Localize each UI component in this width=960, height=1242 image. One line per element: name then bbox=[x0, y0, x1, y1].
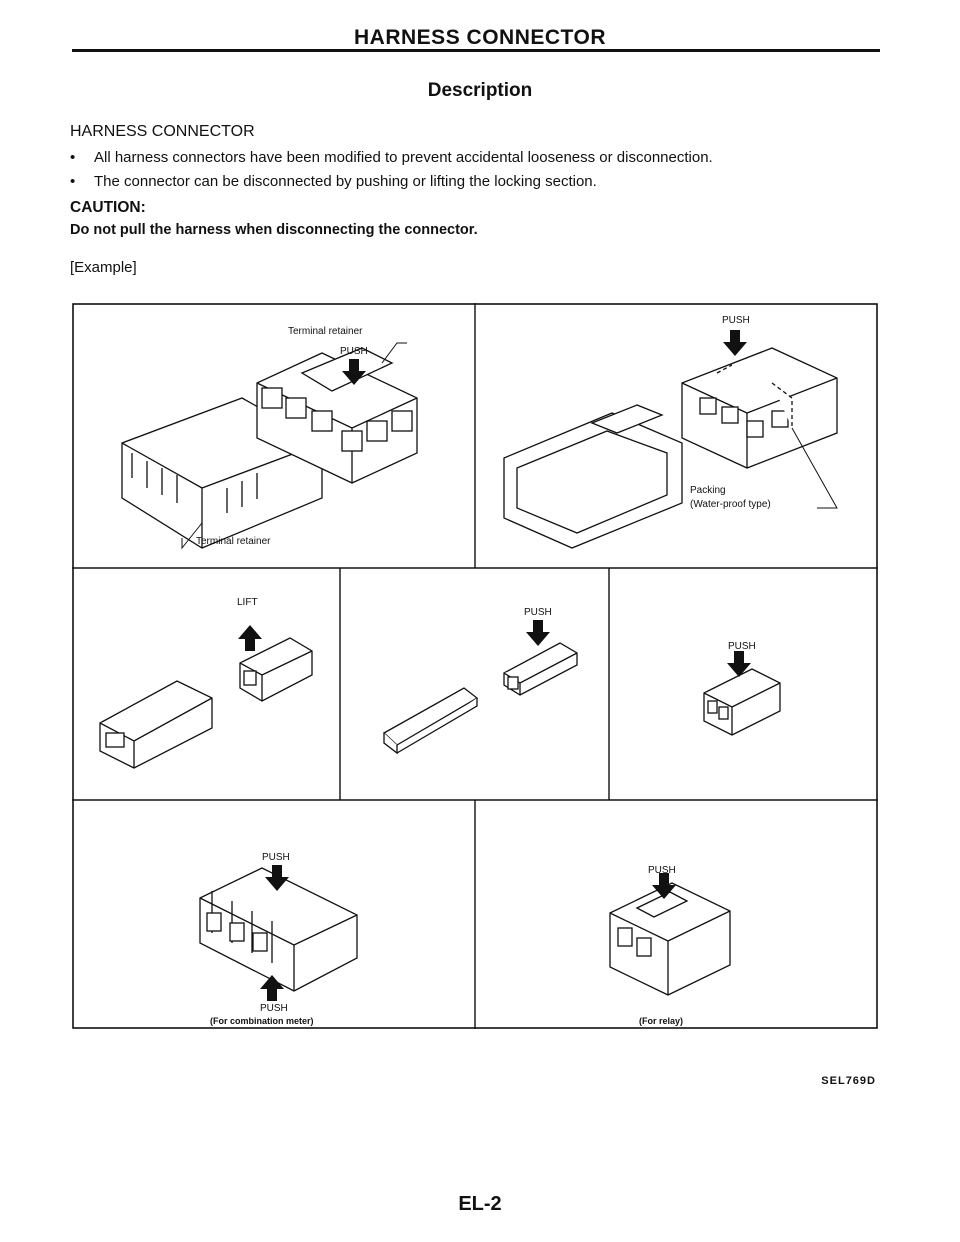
label-push: PUSH bbox=[722, 315, 750, 326]
push-arrow-icon bbox=[526, 620, 550, 646]
connector-illustration-relay bbox=[609, 882, 731, 996]
connector-illustration-small-push bbox=[703, 668, 781, 736]
title-rule bbox=[72, 49, 880, 52]
caution-text: Do not pull the harness when disconnecti… bbox=[70, 222, 478, 238]
connector-illustration-terminal-retainer bbox=[121, 347, 418, 549]
sub-heading: HARNESS CONNECTOR bbox=[70, 123, 255, 140]
label-water-proof-type: (Water-proof type) bbox=[690, 499, 771, 510]
example-label: [Example] bbox=[70, 259, 137, 276]
label-push: PUSH bbox=[648, 865, 676, 876]
leader-line bbox=[791, 427, 838, 509]
label-terminal-retainer-bottom: Terminal retainer bbox=[196, 536, 271, 547]
connector-illustration-combination-meter bbox=[199, 867, 358, 992]
connector-illustration-slim-push bbox=[382, 642, 578, 755]
section-title: Description bbox=[427, 80, 533, 101]
bullet-text: All harness connectors have been modifie… bbox=[94, 149, 713, 166]
leader-line bbox=[381, 342, 407, 364]
connector-illustration-lift-type bbox=[99, 637, 313, 769]
label-push: PUSH bbox=[728, 641, 756, 652]
page-title: HARNESS CONNECTOR bbox=[354, 26, 606, 49]
connector-illustration-water-proof bbox=[503, 347, 838, 549]
label-packing: Packing bbox=[690, 485, 726, 496]
label-for-combination-meter: (For combination meter) bbox=[210, 1016, 314, 1026]
bullet-text: The connector can be disconnected by pus… bbox=[94, 173, 597, 190]
leader-line bbox=[181, 522, 203, 550]
bullet-dot: • bbox=[70, 173, 76, 190]
bullet-dot: • bbox=[70, 149, 76, 166]
label-for-relay: (For relay) bbox=[639, 1016, 683, 1026]
bullet-item: • All harness connectors have been modifi… bbox=[70, 149, 713, 166]
caution-label: CAUTION: bbox=[70, 199, 146, 216]
bullet-item: • The connector can be disconnected by pu… bbox=[70, 173, 597, 190]
label-terminal-retainer-top: Terminal retainer bbox=[288, 326, 363, 337]
connector-figure: Terminal retainer PUSH Terminal retainer… bbox=[72, 303, 878, 1029]
push-arrow-icon bbox=[723, 330, 747, 356]
label-push: PUSH bbox=[340, 346, 368, 357]
label-lift: LIFT bbox=[237, 597, 258, 608]
page-number: EL-2 bbox=[458, 1193, 502, 1215]
label-push: PUSH bbox=[524, 607, 552, 618]
label-push: PUSH bbox=[262, 852, 290, 863]
label-push: PUSH bbox=[260, 1003, 288, 1014]
figure-code: SEL769D bbox=[821, 1075, 876, 1087]
lift-arrow-icon bbox=[238, 625, 262, 651]
